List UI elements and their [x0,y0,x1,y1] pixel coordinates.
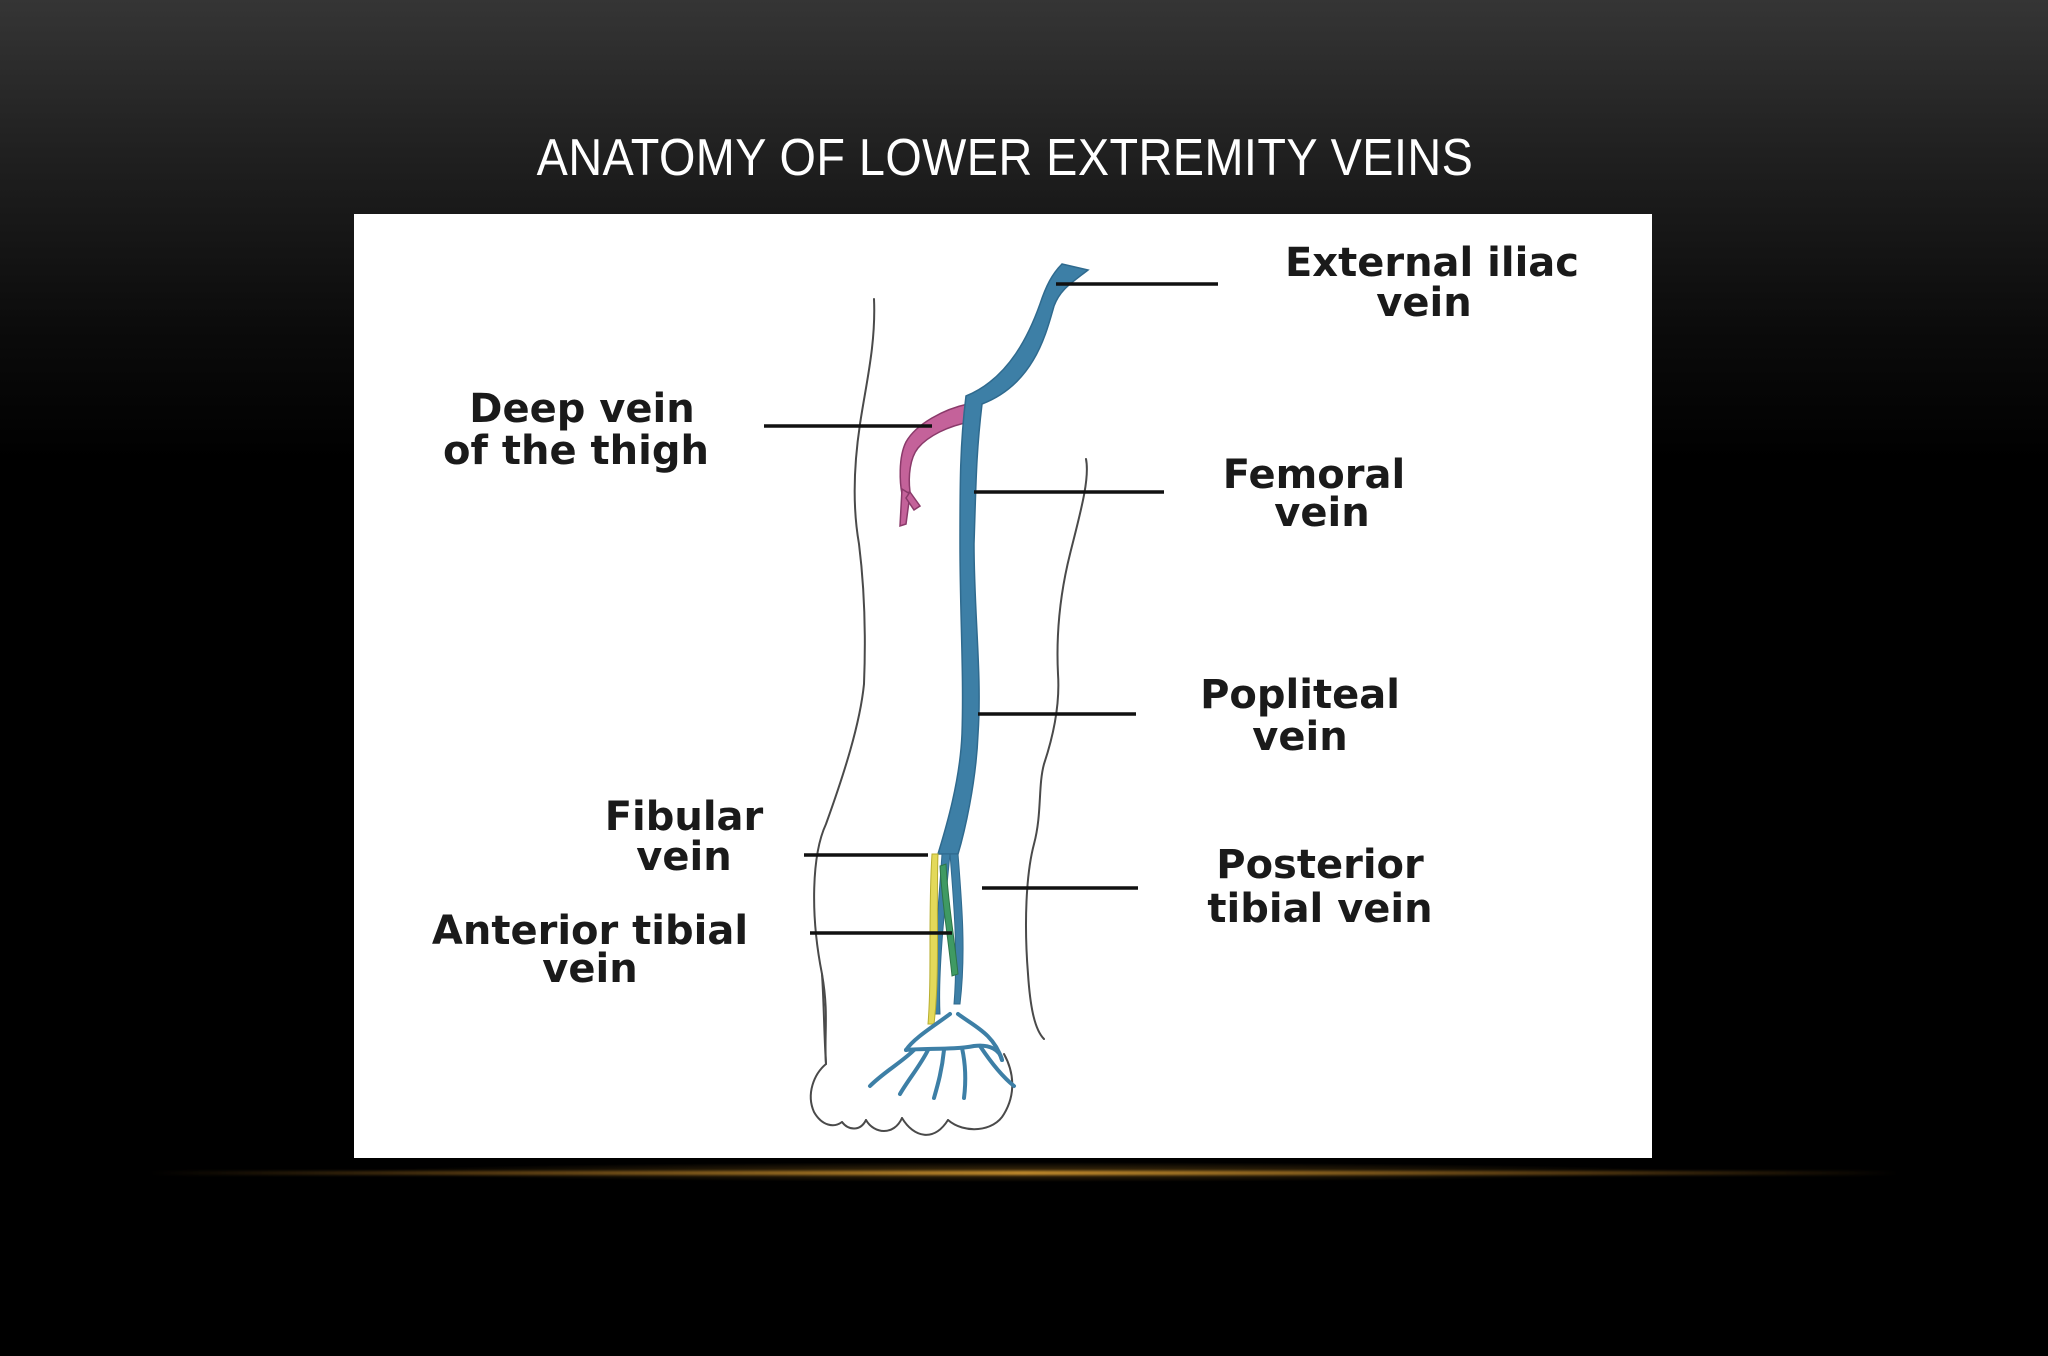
slide-title: ANATOMY OF LOWER EXTREMITY VEINS [536,129,1474,187]
diagram-figure: External iliac vein Deep vein of the thi… [354,214,1652,1158]
label-deep-vein-line1: Deep vein [469,386,694,432]
leg-outline [809,298,1088,1136]
leg-veins-diagram: External iliac vein Deep vein of the thi… [432,240,1579,1136]
fibular-vein [927,853,939,1025]
label-anterior-tibial-line2: vein [542,946,637,992]
leader-lines [764,282,1218,935]
label-popliteal-line2: vein [1252,714,1347,760]
anterior-tibial-vein [939,863,959,977]
label-deep-vein-line2: of the thigh [443,428,709,474]
label-femoral-line1: Femoral [1223,452,1405,498]
label-fibular-line1: Fibular [605,794,764,840]
diagram-labels: External iliac vein Deep vein of the thi… [432,240,1579,992]
label-external-iliac-line1: External iliac [1285,240,1579,286]
label-anterior-tibial-line1: Anterior tibial [432,908,748,954]
label-posterior-tibial-line1: Posterior [1216,842,1424,888]
label-popliteal-line1: Popliteal [1200,672,1400,718]
label-posterior-tibial-line2: tibial vein [1207,886,1432,932]
foot-veins [868,1012,1016,1100]
label-fibular-line2: vein [636,834,731,880]
main-vein-trunk [936,263,1090,855]
label-femoral-line2: vein [1274,490,1369,536]
accent-rule [150,1171,1898,1175]
label-external-iliac-line2: vein [1376,280,1471,326]
